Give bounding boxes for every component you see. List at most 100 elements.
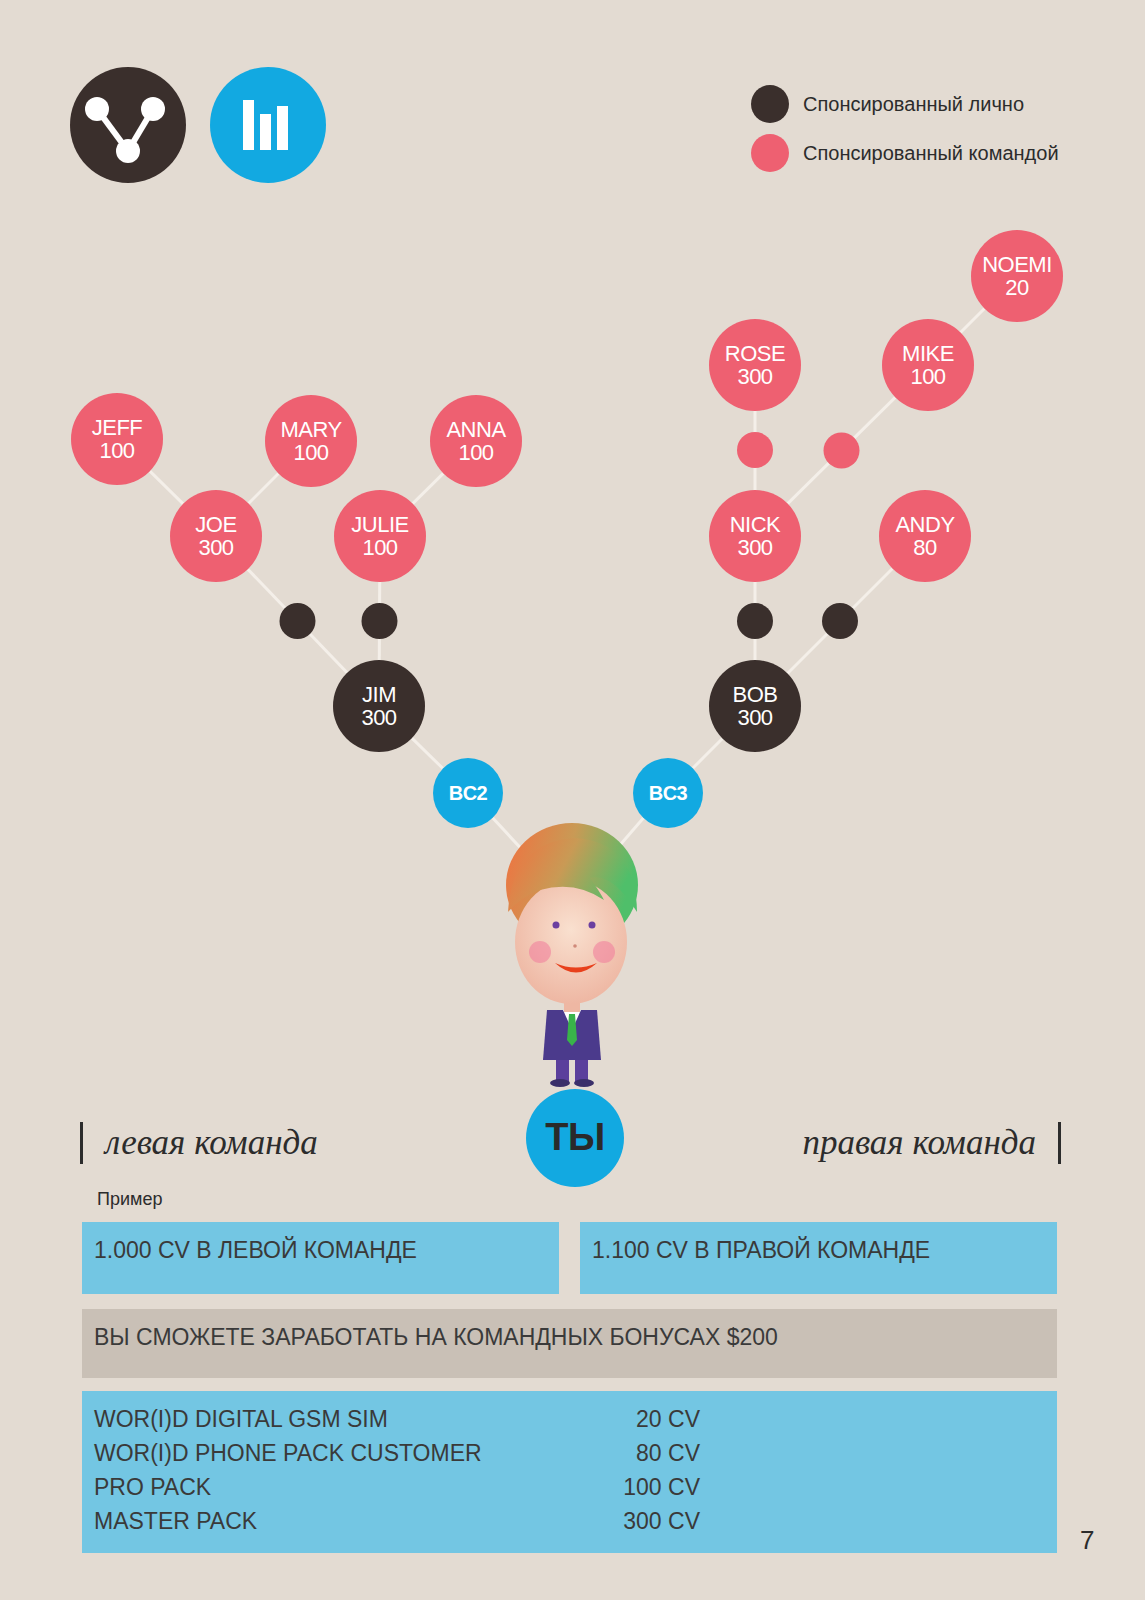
cheek <box>529 941 551 963</box>
node-name: NOEMI <box>982 253 1052 276</box>
shoe <box>574 1079 594 1087</box>
node-value: 100 <box>99 439 134 462</box>
node-name: BOB <box>733 683 778 706</box>
team-member-circle: JEFF100 <box>71 393 163 485</box>
icon-dot <box>141 97 165 121</box>
connector <box>788 569 893 674</box>
legend-text: Спонсированный лично <box>803 92 1024 116</box>
bracket-bar <box>80 1122 83 1164</box>
item-name: MASTER PACK <box>94 1507 257 1535</box>
icon-bar <box>277 106 288 150</box>
cheek <box>593 941 615 963</box>
price-table: WOR(I)D DIGITAL GSM SIM20 CVWOR(I)D PHON… <box>82 1391 1057 1553</box>
node-name: BC3 <box>649 783 688 804</box>
eye <box>553 922 560 929</box>
node-value: 300 <box>737 706 772 729</box>
node-name: ANNA <box>446 418 505 441</box>
branch-dots <box>280 432 860 639</box>
team-member-circle: NOEMI20 <box>971 230 1063 322</box>
connector <box>693 739 723 769</box>
person-figure <box>506 823 638 1087</box>
fringe <box>508 838 637 912</box>
connector <box>248 569 347 673</box>
face <box>515 880 627 1004</box>
personal-dot <box>280 603 316 639</box>
connector <box>413 473 444 503</box>
node-value: 300 <box>737 365 772 388</box>
personal-dot <box>822 603 858 639</box>
connector <box>961 309 985 333</box>
node-value: 300 <box>198 536 233 559</box>
cv-box: 1.000 CV В ЛЕВОЙ КОМАНДЕ <box>82 1222 559 1294</box>
legend-swatch <box>751 85 789 123</box>
team-dot <box>824 433 860 469</box>
connector <box>788 397 896 503</box>
team-member-circle: ANDY80 <box>879 490 971 582</box>
node-name: JEFF <box>92 416 143 439</box>
node-name: BC2 <box>449 783 488 804</box>
table-row: WOR(I)D PHONE PACK CUSTOMER80 CV <box>94 1439 1045 1473</box>
cv-box: 1.100 CV В ПРАВОЙ КОМАНДЕ <box>580 1222 1057 1294</box>
icon-bar <box>260 114 271 150</box>
item-value: 80 CV <box>94 1439 700 1467</box>
node-name: ТЫ <box>545 1118 604 1158</box>
personal-member-circle: BOB300 <box>709 660 801 752</box>
box-text: 1.100 CV В ПРАВОЙ КОМАНДЕ <box>592 1236 1045 1264</box>
network-icon <box>70 67 186 183</box>
box-text: 1.000 CV В ЛЕВОЙ КОМАНДЕ <box>94 1236 547 1264</box>
node-name: JIM <box>362 683 396 706</box>
node-value: 100 <box>293 441 328 464</box>
suit <box>543 1010 601 1060</box>
node-name: MIKE <box>902 342 954 365</box>
personal-member-circle: JIM300 <box>333 660 425 752</box>
node-value: 300 <box>361 706 396 729</box>
bc-circle: BC3 <box>633 758 703 828</box>
team-member-circle: MIKE100 <box>882 319 974 411</box>
personal-dot <box>737 603 773 639</box>
team-member-circle: ANNA100 <box>430 395 522 487</box>
connector <box>412 738 443 768</box>
connector <box>249 474 279 504</box>
team-member-circle: MARY100 <box>265 395 357 487</box>
node-name: MARY <box>280 418 341 441</box>
icon-disc <box>210 67 326 183</box>
table-row: MASTER PACK300 CV <box>94 1507 1045 1541</box>
node-name: ROSE <box>725 342 785 365</box>
team-label: правая команда <box>802 1122 1036 1164</box>
node-value: 300 <box>737 536 772 559</box>
icon-dot <box>116 139 140 163</box>
team-member-circle: NICK300 <box>709 490 801 582</box>
smile <box>555 963 597 973</box>
node-name: NICK <box>730 513 781 536</box>
node-value: 100 <box>362 536 397 559</box>
node-name: JOE <box>195 513 236 536</box>
shoe <box>550 1079 570 1087</box>
nose <box>573 944 577 948</box>
legend-text: Спонсированный командой <box>803 141 1059 165</box>
node-name: JULIE <box>351 513 408 536</box>
team-label: левая команда <box>105 1122 318 1164</box>
table-row: WOR(I)D DIGITAL GSM SIM20 CV <box>94 1405 1045 1439</box>
chart-icon <box>210 67 326 183</box>
node-name: ANDY <box>895 513 954 536</box>
team-member-circle: JOE300 <box>170 490 262 582</box>
page-number: 7 <box>1080 1525 1094 1556</box>
item-value: 100 CV <box>94 1473 700 1501</box>
icon-bar <box>243 100 254 150</box>
node-value: 80 <box>913 536 936 559</box>
team-member-circle: ROSE300 <box>709 319 801 411</box>
icon-dot <box>85 97 109 121</box>
item-name: WOR(I)D PHONE PACK CUSTOMER <box>94 1439 482 1467</box>
example-label: Пример <box>97 1189 162 1210</box>
node-value: 20 <box>1005 276 1028 299</box>
eye <box>589 922 596 929</box>
icon-disc <box>70 67 186 183</box>
bonus-band: ВЫ СМОЖЕТЕ ЗАРАБОТАТЬ НА КОМАНДНЫХ БОНУС… <box>82 1309 1057 1378</box>
item-value: 20 CV <box>94 1405 700 1433</box>
node-value: 100 <box>458 441 493 464</box>
box-text: ВЫ СМОЖЕТЕ ЗАРАБОТАТЬ НА КОМАНДНЫХ БОНУС… <box>94 1323 1045 1351</box>
item-name: WOR(I)D DIGITAL GSM SIM <box>94 1405 388 1433</box>
personal-dot <box>362 603 398 639</box>
table-row: PRO PACK100 CV <box>94 1473 1045 1507</box>
